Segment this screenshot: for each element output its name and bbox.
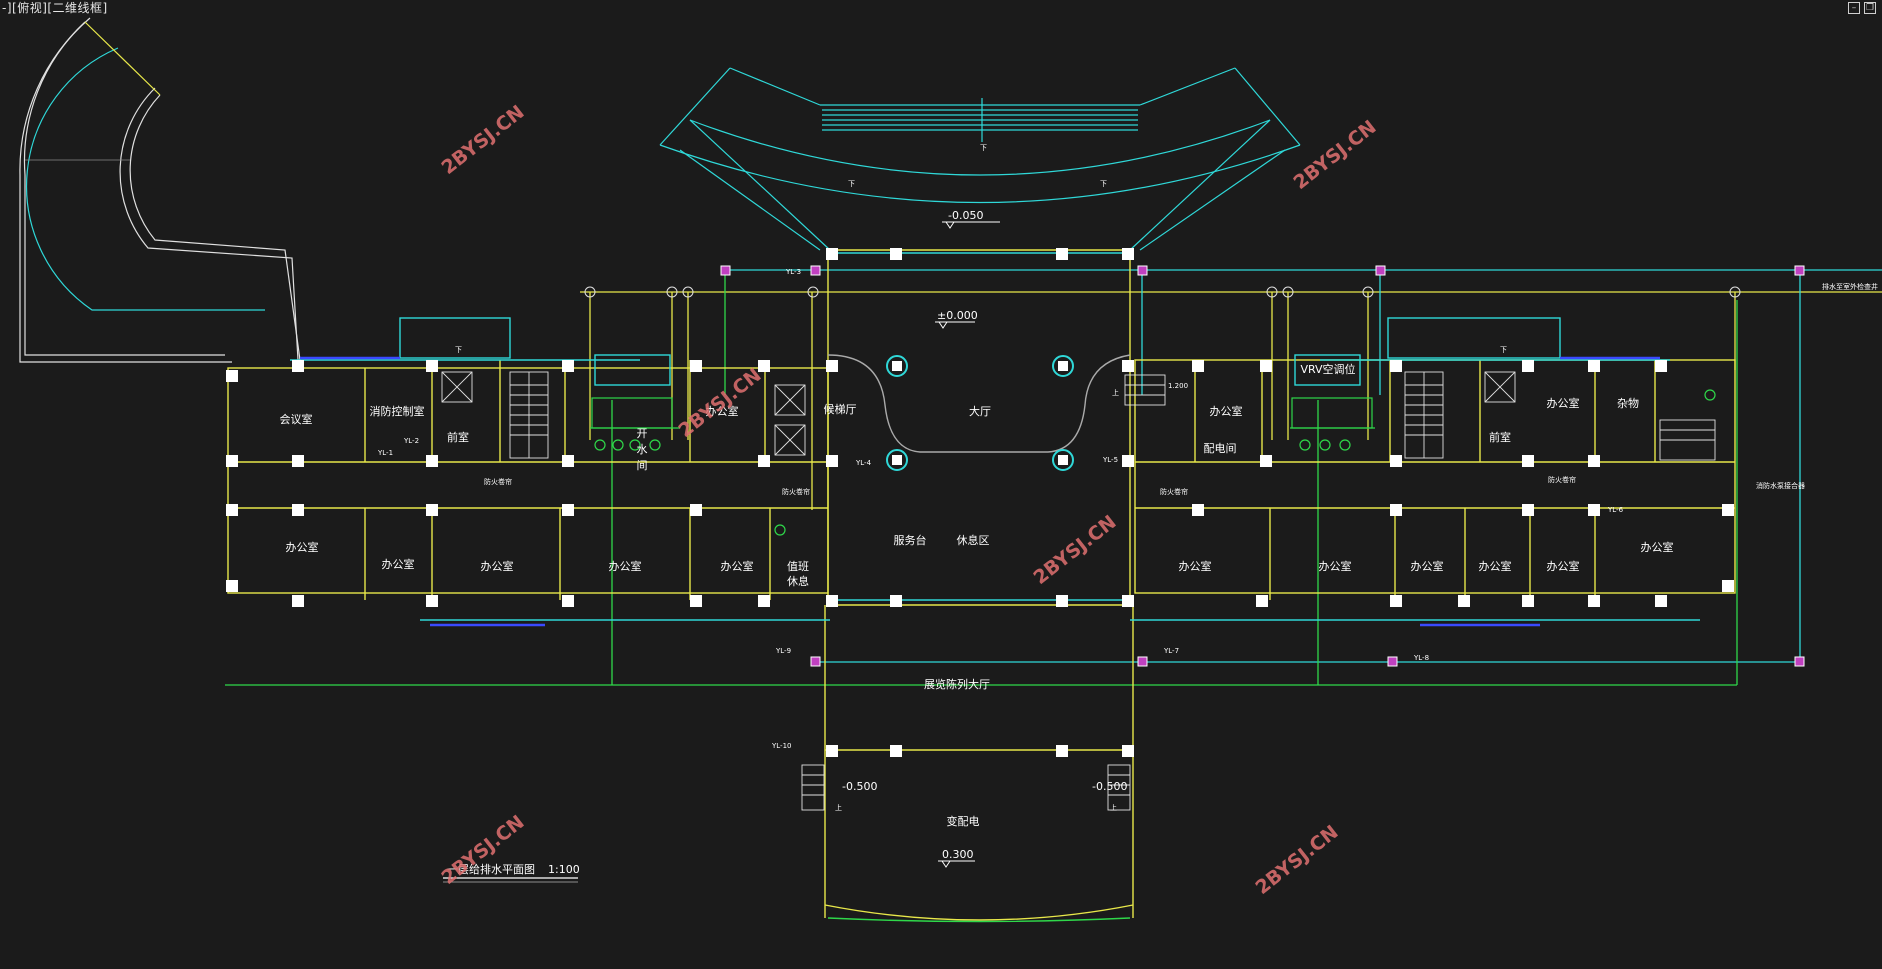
annotations: 下 下 下 下 下 上 上 上 防火卷帘 防火卷帘 防火卷帘 防火卷帘 消防水泵… [455, 144, 1878, 812]
riser-labels: YL-1 YL-2 YL-3 YL-4 YL-5 YL-6 YL-7 YL-8 … [377, 268, 1624, 750]
room-office-8: 办公室 [721, 559, 754, 573]
room-service-desk: 服务台 [894, 533, 927, 547]
exterior-walls [290, 252, 1700, 621]
watermark-1: 2BYSJ.CN [438, 101, 529, 179]
note-up-3: 上 [1110, 803, 1117, 812]
level-stair: 1.200 [1168, 382, 1188, 390]
watermark-6: 2BYSJ.CN [1252, 821, 1343, 899]
water-pipes [225, 269, 1882, 686]
room-duty-2: 休息 [787, 574, 809, 588]
riser-label-5: YL-5 [1102, 456, 1118, 464]
riser-label-10: YL-10 [771, 742, 792, 750]
note-down-5: 下 [1500, 346, 1507, 354]
room-office-7: 办公室 [609, 559, 642, 573]
riser-label-8: YL-8 [1413, 654, 1429, 662]
note-up-1: 上 [1112, 388, 1119, 397]
riser-label-9: YL-9 [775, 647, 791, 655]
room-office-11: 办公室 [1411, 559, 1444, 573]
note-down-3: 下 [1100, 180, 1107, 188]
room-office-2: 办公室 [1210, 404, 1243, 418]
room-office-3: 办公室 [1547, 396, 1580, 410]
riser-label-6: YL-6 [1607, 506, 1624, 514]
room-office-14: 办公室 [1641, 540, 1674, 554]
room-office-1: 办公室 [706, 404, 739, 418]
lobby-round-columns [886, 355, 1074, 471]
riser-markers [720, 265, 1805, 667]
room-substation: 变配电 [947, 814, 980, 828]
room-office-10: 办公室 [1319, 559, 1352, 573]
level-sub-floor: 0.300 [942, 848, 974, 861]
note-pump-inlet: 消防水泵接合器 [1756, 481, 1805, 490]
watermark-2: 2BYSJ.CN [1290, 116, 1381, 194]
note-down-4: 下 [455, 346, 462, 354]
riser-label-2: YL-2 [403, 437, 419, 445]
room-office-9: 办公室 [1179, 559, 1212, 573]
note-shutter-1: 防火卷帘 [484, 477, 512, 486]
room-water-3: 间 [637, 459, 648, 472]
watermarks: 2BYSJ.CN 2BYSJ.CN 2BYSJ.CN 2BYSJ.CN 2BYS… [438, 101, 1381, 899]
viewport-title[interactable]: -][俯视][二维线框] [2, 1, 108, 15]
drawing-title-block: 一层给排水平面图 1:100 [443, 862, 580, 883]
level-sub-right: -0.500 [1092, 780, 1127, 793]
glazing [300, 356, 1660, 627]
note-shutter-3: 防火卷帘 [1160, 487, 1188, 496]
restore-icon[interactable]: ❐ [1864, 2, 1876, 14]
room-lounge: 休息区 [957, 533, 990, 547]
structural-columns [226, 248, 1734, 757]
lobby-round-column-cores [892, 361, 1068, 465]
note-shutter-2: 防火卷帘 [782, 487, 810, 496]
room-labels: 会议室 消防控制室 前室 办公室 候梯厅 大厅 办公室 配电间 VRV空调位 前… [280, 362, 1674, 828]
level-entrance: -0.050 [948, 209, 983, 222]
level-marks: -0.050 ±0.000 1.200 -0.500 -0.500 0.300 [842, 209, 1188, 868]
riser-label-3: YL-3 [785, 268, 801, 276]
riser-label-1: YL-1 [377, 449, 393, 457]
level-lobby: ±0.000 [937, 309, 978, 322]
room-office-13: 办公室 [1547, 559, 1580, 573]
riser-label-7: YL-7 [1163, 647, 1179, 655]
room-vrv: VRV空调位 [1300, 362, 1355, 376]
room-exhibit-hall: 展览陈列大厅 [924, 677, 990, 691]
room-office-6: 办公室 [481, 559, 514, 573]
watermark-5: 2BYSJ.CN [438, 811, 529, 889]
room-meeting: 会议室 [280, 412, 313, 426]
drawing-title: 一层给排水平面图 [447, 862, 535, 876]
level-sub-left: -0.500 [842, 780, 877, 793]
room-power: 配电间 [1204, 442, 1237, 455]
room-front-room-left: 前室 [447, 430, 469, 444]
minimize-icon[interactable]: – [1848, 2, 1860, 14]
room-reception-hall: 候梯厅 [824, 402, 857, 416]
riser-label-4: YL-4 [855, 459, 872, 467]
plumbing-fixtures [590, 389, 1716, 536]
watermark-4: 2BYSJ.CN [1030, 511, 1121, 589]
entrance-canopy [659, 67, 1301, 251]
window-controls: – ❐ [1848, 2, 1876, 14]
note-drain: 排水至室外检查井 [1822, 282, 1878, 291]
note-up-2: 上 [835, 803, 842, 812]
stairs-and-elevators [441, 371, 1716, 811]
room-water-1: 开 [637, 427, 648, 440]
room-storage: 杂物 [1617, 396, 1639, 410]
room-front-room-right: 前室 [1489, 430, 1511, 444]
drawing-scale: 1:100 [548, 863, 580, 876]
note-down-2: 下 [848, 180, 855, 188]
room-water-2: 水 [637, 443, 648, 456]
note-down-1: 下 [980, 144, 987, 152]
curved-ramp [19, 17, 301, 363]
room-office-4: 办公室 [286, 540, 319, 554]
room-duty-1: 值班 [787, 560, 809, 573]
room-fire-control: 消防控制室 [370, 404, 425, 418]
grid-bubbles [584, 286, 1741, 298]
note-shutter-4: 防火卷帘 [1548, 475, 1576, 484]
room-lobby: 大厅 [969, 404, 991, 418]
room-office-12: 办公室 [1479, 559, 1512, 573]
building-walls [227, 249, 1736, 923]
room-office-5: 办公室 [382, 557, 415, 571]
